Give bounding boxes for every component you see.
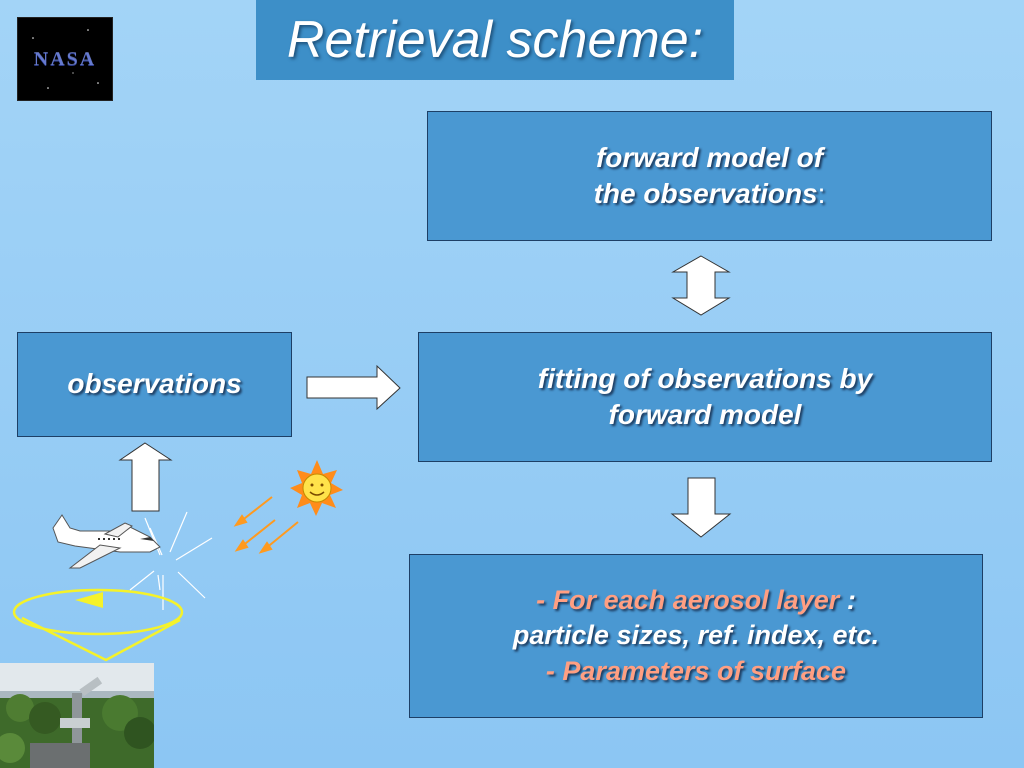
parameters-dash-2: - bbox=[545, 655, 563, 686]
arrow-right-icon bbox=[306, 364, 401, 411]
arrow-up-icon bbox=[118, 442, 173, 512]
double-arrow-icon bbox=[671, 255, 731, 316]
fitting-line1: fitting of observations by bbox=[537, 362, 873, 394]
aerosol-layer-text: For each aerosol layer bbox=[552, 585, 840, 616]
page-title: Retrieval scheme: bbox=[256, 0, 734, 80]
scattered-light-rays bbox=[129, 511, 213, 610]
airplane-icon bbox=[52, 514, 161, 569]
logo-text-glow: NASA bbox=[34, 48, 96, 70]
parameters-box: - For each aerosol layer : particle size… bbox=[409, 554, 983, 718]
forward-model-colon: : bbox=[817, 178, 826, 209]
forward-model-line1: forward model of bbox=[595, 141, 824, 173]
parameters-dash-1: - bbox=[536, 585, 553, 616]
forward-model-box: forward model of the observations: bbox=[427, 111, 992, 241]
observations-label: observations bbox=[67, 368, 242, 400]
surface-parameters-text: Parameters of surface bbox=[562, 655, 847, 686]
solar-ray-arrows bbox=[233, 496, 299, 554]
forward-model-line2-wrap: the observations: bbox=[594, 176, 826, 212]
orbit-ellipse bbox=[12, 588, 184, 662]
fitting-line2: forward model bbox=[608, 399, 802, 430]
forward-model-line2: the observations bbox=[593, 178, 818, 209]
parameters-colon: : bbox=[839, 585, 856, 616]
photometer-photo bbox=[0, 663, 154, 768]
observations-box: observations bbox=[17, 332, 292, 437]
parameters-line2: particle sizes, ref. index, etc. bbox=[512, 620, 880, 651]
nasa-logo: NASA NASA bbox=[17, 17, 113, 101]
parameters-line3: - Parameters of surface bbox=[546, 654, 846, 689]
arrow-down-icon bbox=[670, 477, 732, 538]
sun-icon bbox=[290, 460, 343, 516]
logo-text: NASA bbox=[34, 49, 96, 71]
fitting-box: fitting of observations by forward model bbox=[418, 332, 992, 462]
parameters-line1: - For each aerosol layer : bbox=[536, 583, 856, 618]
